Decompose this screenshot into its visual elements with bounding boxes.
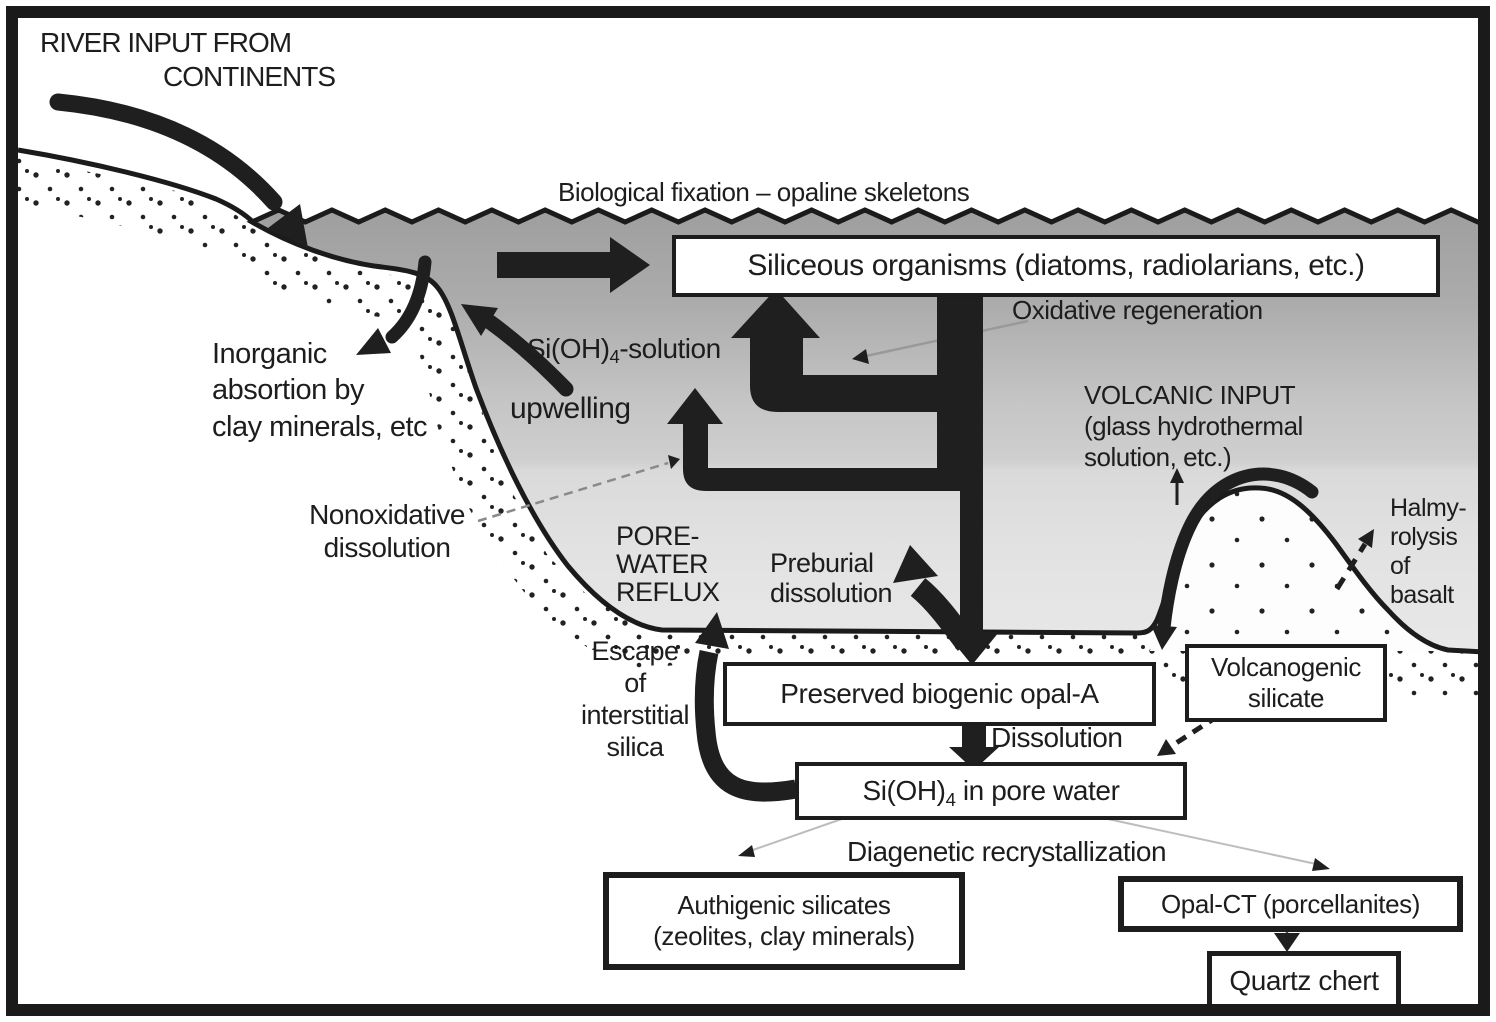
halmyrolysis-label: Halmy- rolysis of basalt	[1390, 494, 1467, 609]
preserved-opal-text: Preserved biogenic opal-A	[780, 678, 1099, 710]
to-authigenic-pointer	[738, 813, 857, 857]
solution-to-organisms-arrow	[497, 237, 650, 293]
deep-regeneration-arrow	[667, 388, 937, 491]
porewater-reflux-label: PORE- WATER REFLUX	[616, 521, 720, 607]
si-solution-sub: 4	[609, 345, 620, 367]
inorganic-absorption-label: Inorganic absortion by clay minerals, et…	[212, 338, 428, 443]
diagenetic-recrystallization-label: Diagenetic recrystallization	[847, 836, 1167, 867]
coastal-sediment-stipple	[18, 158, 690, 668]
authigenic-silicates-box: Authigenic silicates (zeolites, clay min…	[603, 872, 965, 970]
inorganic-absorption-arrow	[356, 255, 432, 355]
volcanogenic-silicate-box: Volcanogenic silicate	[1185, 644, 1387, 722]
quartz-chert-box: Quartz chert	[1207, 951, 1401, 1011]
si-porewater-pre: Si(OH)	[862, 775, 946, 807]
opal-ct-text: Opal-CT (porcellanites)	[1160, 888, 1421, 919]
preburial-dissolution-arrow	[893, 545, 977, 651]
si-porewater-box: Si(OH)4 in pore water	[795, 762, 1187, 820]
biological-fixation-label: Biological fixation – opaline skeletons	[558, 177, 970, 207]
siliceous-organisms-text: Siliceous organisms (diatoms, radiolaria…	[747, 249, 1365, 283]
volcanogenic-to-porewater-arrow	[1157, 713, 1220, 756]
volcanic-input-pointer-arrow	[1170, 468, 1184, 505]
river-input-label-line2: CONTINENTS	[163, 61, 336, 92]
si-solution-pre: Si(OH)	[527, 332, 610, 364]
organisms-sinking-pipe	[937, 288, 999, 665]
river-input-label-line1: RIVER INPUT FROM	[40, 27, 292, 58]
authigenic-silicates-text: Authigenic silicates (zeolites, clay min…	[653, 890, 915, 951]
si-porewater-sub: 4	[945, 788, 956, 810]
si-porewater-text: Si(OH)4 in pore water	[862, 774, 1120, 810]
dissolution-label: Dissolution	[991, 722, 1123, 753]
upwelling-arrow	[461, 304, 574, 397]
si-porewater-post: in pore water	[955, 775, 1120, 807]
escape-silica-label: Escape of interstitial silica	[580, 636, 690, 762]
volcanogenic-silicate-text: Volcanogenic silicate	[1211, 652, 1361, 713]
siliceous-organisms-box: Siliceous organisms (diatoms, radiolaria…	[672, 235, 1440, 297]
halmyrolysis-arrow	[1334, 529, 1374, 591]
upwelling-label: upwelling	[510, 392, 631, 425]
quartz-chert-text: Quartz chert	[1229, 965, 1379, 997]
coastline	[17, 147, 256, 225]
si-solution-post: -solution	[619, 332, 721, 364]
river-input-arrow	[49, 93, 308, 248]
shallow-regeneration-arrow	[731, 289, 937, 412]
si-solution-label: Si(OH)4-solution	[527, 300, 721, 367]
nonoxidative-dissolution-label: Nonoxidative dissolution	[309, 499, 465, 563]
nonoxidative-pointer-line	[477, 455, 680, 523]
volcanic-input-label: VOLCANIC INPUT (glass hydrothermal solut…	[1084, 380, 1303, 473]
preburial-dissolution-label: Preburial dissolution	[770, 548, 893, 608]
basalt-seamount-stipple	[1150, 487, 1448, 651]
porewater-escape-arrow	[694, 612, 798, 802]
preserved-opal-box: Preserved biogenic opal-A	[723, 662, 1156, 726]
to-opalct-pointer	[1079, 812, 1330, 871]
volcanic-supply-arrow	[1151, 467, 1319, 650]
oxidative-regeneration-label: Oxidative regeneration	[1012, 295, 1263, 325]
dissolution-arrow	[949, 716, 999, 770]
opal-ct-box: Opal-CT (porcellanites)	[1118, 876, 1463, 932]
